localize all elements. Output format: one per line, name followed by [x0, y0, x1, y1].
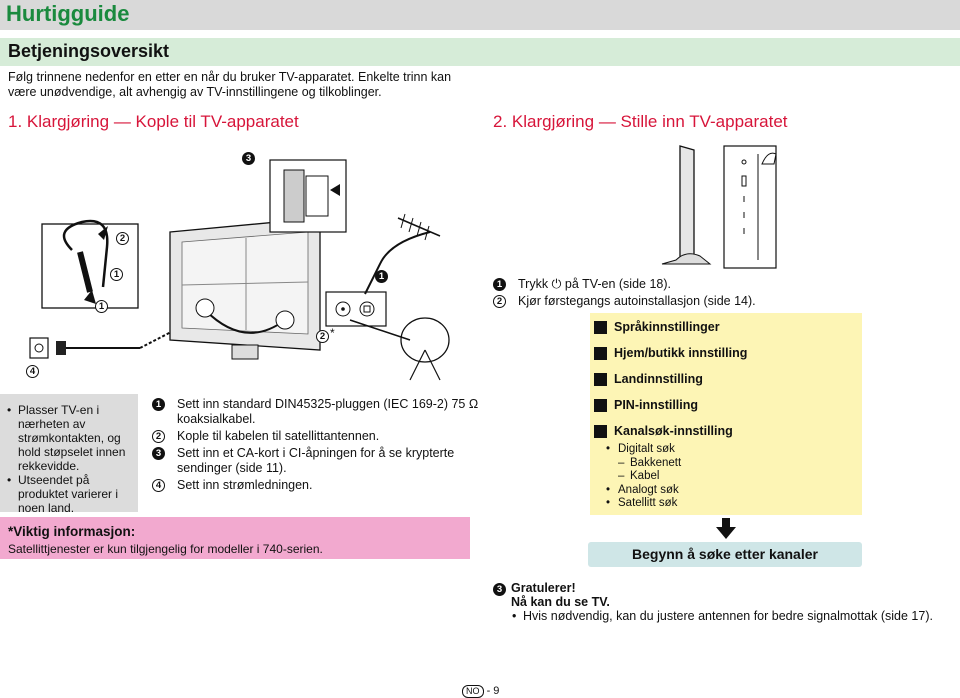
callout-2-clamp: 2 [116, 232, 129, 245]
page-number-text: - 9 [486, 685, 500, 697]
search-option: Kabel [604, 470, 859, 484]
step1-text-4: Sett inn strømledningen. [177, 478, 313, 492]
search-option: Analogt søk [604, 484, 859, 498]
step1-num-4: 4 [152, 479, 165, 492]
menu-item-pin: PIN-innstilling [594, 398, 859, 412]
step1-title: 1. Klargjøring — Kople til TV-apparatet [8, 112, 299, 131]
step2-list: 1 Trykk ⏻ på TV-en (side 18). 2 Kjør før… [493, 277, 773, 311]
menu-item-language: Språkinnstillinger [594, 320, 859, 334]
important-box [0, 517, 470, 559]
section-title: Betjeningsoversikt [8, 41, 170, 61]
search-option: Satellitt søk [604, 497, 859, 511]
begin-search-box: Begynn å søke etter kanaler [588, 542, 862, 567]
aerial-antenna [364, 213, 441, 295]
step2-num-2: 2 [493, 295, 506, 308]
menu-item-channel-search: Kanalsøk-innstilling [594, 424, 859, 438]
satellite-dish [349, 317, 450, 381]
congrats-title: Gratulerer! [511, 581, 576, 595]
menu-item-country: Landinnstilling [594, 372, 859, 386]
step1-item: 4 Sett inn strømledningen. [152, 478, 482, 493]
callout-1-clamp-b: 1 [95, 300, 108, 313]
down-arrow-icon [716, 518, 736, 539]
congrats-note: Hvis nødvendig, kan du justere antennen … [511, 609, 951, 623]
connection-illustration [29, 159, 450, 381]
placement-notes: Plasser TV-en i nærheten av strømkontakt… [6, 403, 132, 515]
menu-item-home-store: Hjem/butikk innstilling [594, 346, 859, 360]
asterisk-mark: * [330, 326, 335, 340]
step1-item: 3 Sett inn et CA-kort i CI-åpningen for … [152, 446, 482, 476]
step1-text-2: Kople til kabelen til satellittantennen. [177, 429, 380, 443]
step1-num-2: 2 [152, 430, 165, 443]
step1-num-3: 3 [152, 447, 165, 460]
step1-list: 1 Sett inn standard DIN45325-pluggen (IE… [152, 397, 482, 495]
step3-num: 3 [493, 583, 506, 596]
header-bar [0, 0, 960, 30]
congrats-notes: Hvis nødvendig, kan du justere antennen … [511, 609, 951, 623]
page-title: Hurtigguide [6, 1, 130, 26]
callout-4: 4 [26, 365, 39, 378]
step2-title: 2. Klargjøring — Stille inn TV-apparatet [493, 112, 788, 131]
step1-item: 1 Sett inn standard DIN45325-pluggen (IE… [152, 397, 482, 427]
step1-item: 2 Kople til kabelen til satellittantenne… [152, 429, 482, 444]
step2-item: 1 Trykk ⏻ på TV-en (side 18). [493, 277, 773, 292]
callout-1-aerial: 1 [375, 270, 388, 283]
country-badge: NO [462, 685, 484, 698]
settings-menu: Språkinnstillinger Hjem/butikk innstilli… [594, 320, 859, 511]
step2-text-2: Kjør førstegangs autoinstallasjon (side … [518, 294, 756, 308]
search-option: Bakkenett [604, 457, 859, 471]
wall-socket [29, 337, 49, 359]
important-title: *Viktig informasjon: [8, 524, 136, 539]
step1-num-1: 1 [152, 398, 165, 411]
search-options: Digitalt søk Bakkenett Kabel Analogt søk… [594, 443, 859, 511]
intro-text: Følg trinnene nedenfor en etter en når d… [8, 70, 452, 99]
search-option: Digitalt søk [604, 443, 859, 457]
antenna-terminal-box [325, 291, 387, 327]
callout-2-sat: 2 [316, 330, 329, 343]
step1-text-3: Sett inn et CA-kort i CI-åpningen for å … [177, 446, 455, 475]
important-text: Satellittjenester er kun tilgjengelig fo… [8, 542, 323, 556]
step1-text-1: Sett inn standard DIN45325-pluggen (IEC … [177, 397, 479, 426]
tv-side-illustration [661, 145, 777, 269]
step2-num-1: 1 [493, 278, 506, 291]
step2-item: 2 Kjør førstegangs autoinstallasjon (sid… [493, 294, 773, 309]
callout-3: 3 [242, 152, 255, 165]
placement-note: Plasser TV-en i nærheten av strømkontakt… [6, 403, 132, 473]
tv-side-panel [723, 145, 777, 269]
step2-text-1: Trykk ⏻ på TV-en (side 18). [518, 277, 671, 291]
section-band [0, 38, 960, 66]
callout-1-clamp-a: 1 [110, 268, 123, 281]
page-number: NO - 9 [462, 685, 499, 698]
placement-note: Utseendet på produktet varierer i noen l… [6, 473, 132, 515]
congrats-subtitle: Nå kan du se TV. [511, 595, 610, 609]
